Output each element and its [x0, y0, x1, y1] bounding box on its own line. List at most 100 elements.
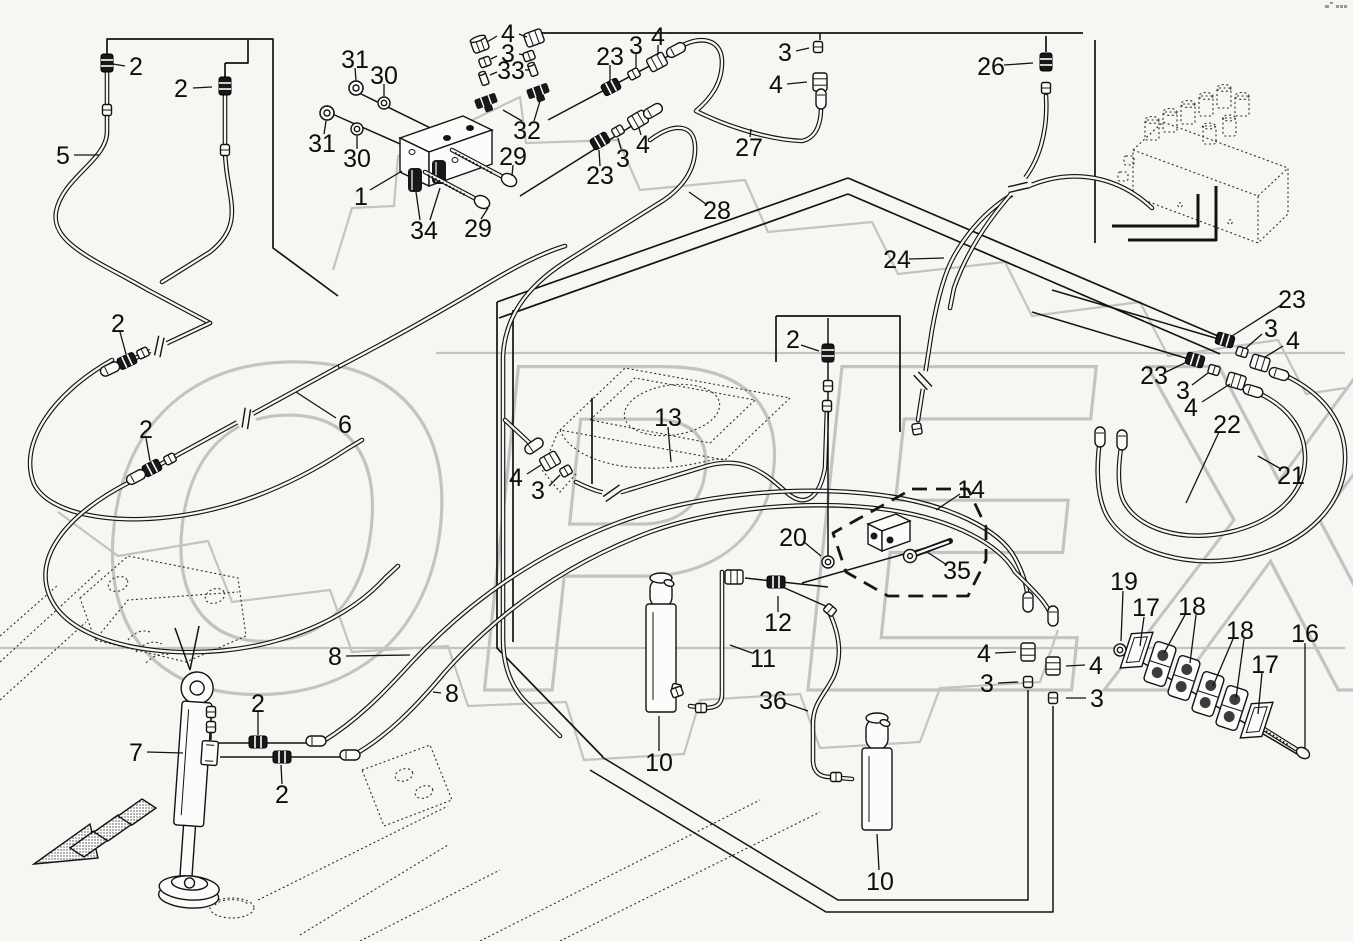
part-number-label: 24	[883, 246, 911, 274]
fitting-hoseCap-icon	[305, 735, 327, 747]
leader-line	[280, 764, 283, 785]
part-number-label: 2	[139, 416, 153, 444]
leader-line	[1185, 431, 1220, 504]
watermark-gear-bottom	[57, 511, 1060, 762]
part-number-label: 7	[129, 739, 143, 767]
cylinder-10-right	[861, 712, 893, 831]
part-number-label: 4	[651, 23, 665, 51]
part-number-label: 13	[654, 404, 682, 432]
callout-3-50: 3	[1066, 685, 1104, 713]
leader-line	[994, 651, 1017, 654]
outline-upper-left-edge	[496, 177, 849, 319]
leader-line	[526, 464, 542, 475]
callout-12-42: 12	[764, 596, 792, 637]
callout-4-33: 4	[1184, 383, 1231, 422]
callout-22-34: 22	[1185, 411, 1241, 504]
callout-3-16: 3	[629, 32, 643, 68]
leader-line	[1165, 361, 1188, 373]
fitting-nutS-icon	[812, 40, 824, 54]
leader-line	[490, 55, 498, 60]
frame-top-left	[106, 38, 339, 297]
frame-lines	[106, 32, 1233, 758]
bolt-29-b	[422, 169, 491, 210]
part-number-label: 5	[56, 142, 70, 170]
callout-4-47: 4	[977, 640, 1017, 668]
leader-line	[1231, 304, 1282, 337]
callout-4-37: 4	[509, 464, 542, 492]
part-number-label: 4	[1286, 327, 1300, 355]
fitting-hoseCap-icon	[339, 749, 361, 761]
fitting-nutD-icon	[1039, 52, 1053, 72]
leader-line	[935, 493, 961, 511]
left-bracket-ghost	[0, 555, 247, 701]
fitting-nutL-icon	[724, 569, 744, 585]
fitting-plug-icon	[477, 69, 491, 87]
part-number-label: 18	[1226, 617, 1254, 645]
fitting-nutS-icon	[610, 123, 626, 139]
callout-19-51: 19	[1110, 568, 1138, 642]
callout-32-12: 32	[502, 100, 541, 145]
callout-26-25: 26	[977, 53, 1034, 81]
leader-line	[1120, 590, 1124, 642]
callout-10-45: 10	[645, 716, 673, 777]
leader-line	[295, 391, 337, 419]
part-number-label: 3	[1264, 315, 1278, 343]
corner-marks	[1325, 2, 1347, 8]
part-number-label: 6	[338, 411, 352, 439]
leader-line	[345, 654, 411, 657]
fitting-tee-icon	[525, 81, 553, 106]
leader-line	[926, 551, 948, 566]
part-number-label: 4	[977, 640, 991, 668]
fitting-plug-icon	[526, 60, 540, 78]
leader-line	[192, 86, 213, 89]
callout-28-21: 28	[688, 191, 731, 225]
leader-line	[617, 137, 622, 150]
watermark-text: OPEX	[67, 264, 1353, 790]
part-number-label: 32	[513, 117, 541, 145]
callout-7-62: 7	[129, 739, 184, 767]
leader-line	[1201, 383, 1231, 403]
fitting-nutL-icon	[1020, 642, 1036, 662]
part-number-label: 11	[750, 645, 776, 673]
callout-30-6: 30	[343, 136, 371, 173]
part-number-label: 3	[531, 477, 545, 505]
part-number-label: 17	[1251, 651, 1279, 679]
callout-27-22: 27	[735, 128, 763, 162]
callout-6-59: 6	[295, 391, 352, 439]
part-number-label: 23	[596, 43, 624, 71]
callout-2-58: 2	[139, 416, 153, 462]
callout-3-32: 3	[1176, 372, 1209, 405]
callout-29-14: 29	[464, 207, 492, 243]
callout-17-55: 17	[1251, 651, 1279, 715]
callout-2-64: 2	[275, 764, 289, 809]
leader-line	[518, 53, 525, 56]
fitting-hoseCap-icon	[1094, 426, 1106, 448]
leader-line	[1163, 614, 1186, 654]
part-number-label: 2	[129, 53, 143, 81]
part-number-label: 31	[308, 130, 336, 158]
leader-line	[112, 63, 126, 67]
components	[31, 2, 1347, 909]
callout-30-4: 30	[370, 62, 398, 96]
part-number-label: 1	[354, 183, 368, 211]
fitting-hoseCap-icon	[815, 88, 827, 110]
part-number-label: 16	[1291, 620, 1319, 648]
part-number-label: 35	[943, 557, 971, 585]
part-number-label: 27	[735, 134, 763, 162]
leader-line	[749, 128, 752, 138]
fitting-hoseCap-icon	[664, 40, 688, 60]
part-number-label: 3	[1090, 685, 1104, 713]
callout-18-54: 18	[1212, 617, 1254, 699]
fitting-nutS-icon	[822, 379, 834, 393]
part-number-label: 3	[616, 145, 630, 173]
callout-3-48: 3	[980, 670, 1019, 698]
cylinder-7	[157, 671, 220, 909]
leader-line	[997, 681, 1019, 684]
callout-13-36: 13	[654, 404, 682, 463]
leader-line	[784, 702, 809, 712]
fitting-nutS-icon	[626, 66, 642, 82]
leader-line	[876, 833, 880, 871]
pipe-tee-12	[744, 577, 831, 609]
